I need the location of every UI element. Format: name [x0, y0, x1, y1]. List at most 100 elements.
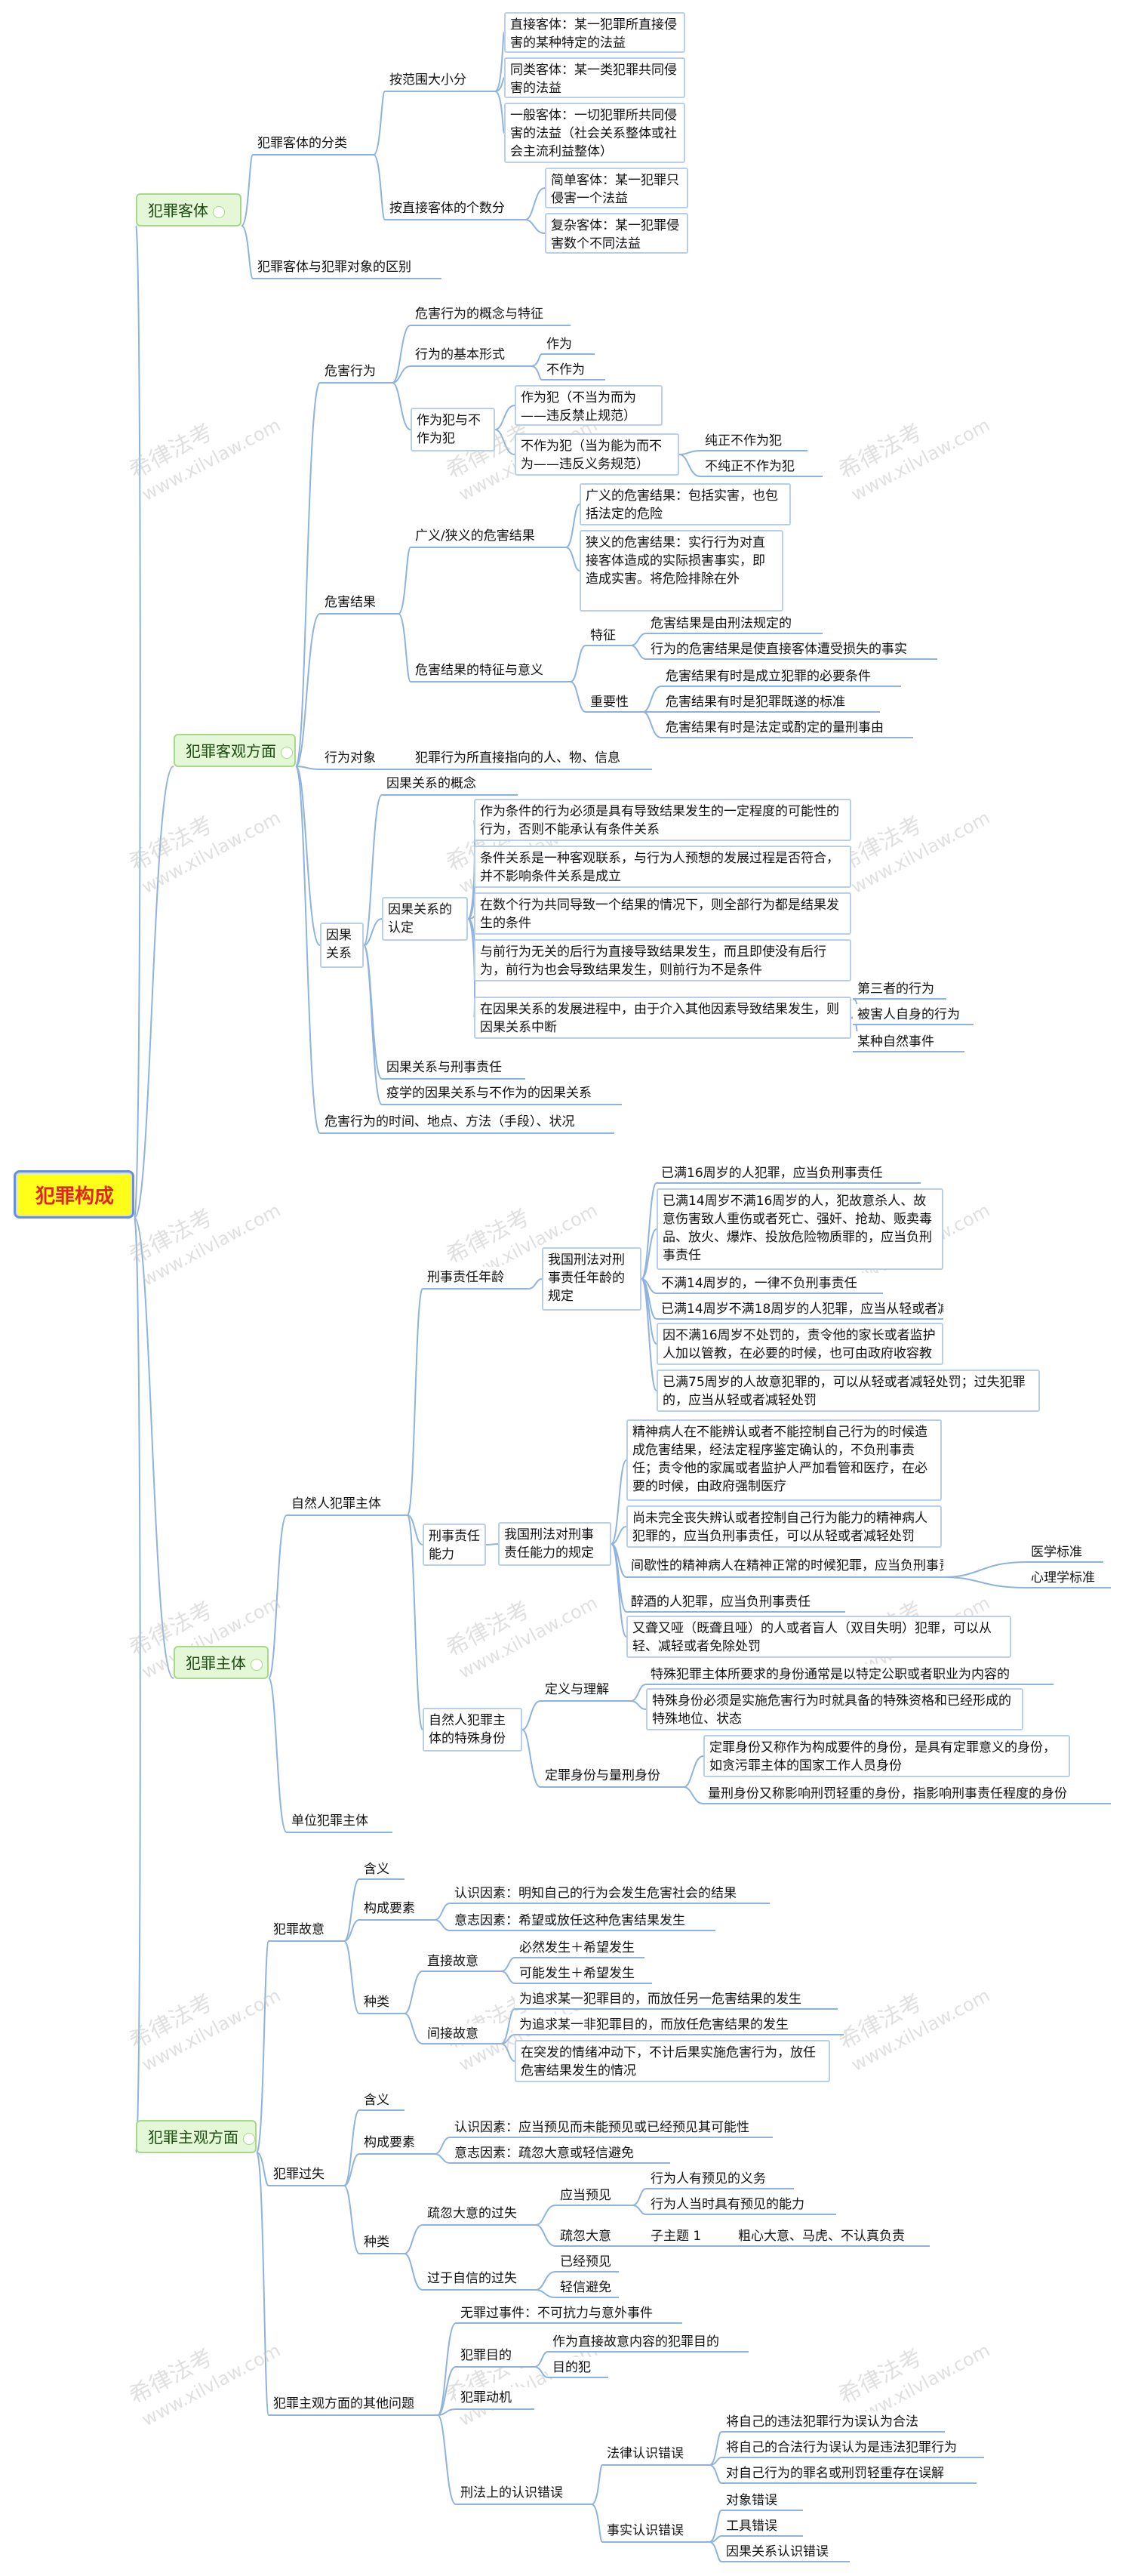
topic-node[interactable]: 狭义的危害结果：实行行为对直接客体造成的实际损害事实，即造成实害。将危险排除在外 [580, 530, 783, 612]
topic-node[interactable]: 定罪身份与量刑身份 [540, 1765, 684, 1788]
topic-node[interactable]: 因果关系的概念 [382, 773, 518, 796]
topic-node[interactable]: 危害结果有时是成立犯罪的必要条件 [661, 666, 901, 687]
topic-node[interactable]: 作为 [542, 334, 595, 355]
topic-node[interactable]: 刑法上的认识错误 [456, 2482, 592, 2505]
topic-node[interactable]: 危害结果有时是法定或酌定的量刑事由 [661, 717, 913, 738]
topic-node[interactable]: 意志因素：疏忽大意或轻信避免 [450, 2143, 670, 2164]
topic-node[interactable]: 又聋又哑（既聋且哑）的人或者盲人（双目失明）犯罪，可以从轻、减轻或者免除处罚 [626, 1616, 1011, 1658]
topic-node[interactable]: 危害结果有时是犯罪既遂的标准 [661, 692, 880, 713]
topic-node[interactable]: 不纯正不作为犯 [700, 456, 823, 477]
topic-node[interactable]: 广义的危害结果：包括实害，也包括法定的危险 [580, 483, 791, 525]
topic-node[interactable]: 疏忽大意 [555, 2226, 632, 2247]
topic-node[interactable]: 已满14周岁不满16周岁的人，犯故意杀人、故意伤害致人重伤或者死亡、强奸、抢劫、… [657, 1188, 943, 1270]
topic-node[interactable]: 心理学标准 [1026, 1567, 1111, 1588]
topic-node[interactable]: 因果关系的认定 [382, 897, 468, 941]
topic-node[interactable]: 被害人自身的行为 [853, 1004, 974, 1025]
topic-node[interactable]: 行为对象 [320, 747, 398, 770]
topic-node[interactable]: 种类 [359, 1992, 405, 2014]
topic-node[interactable]: 必然发生＋希望发生 [515, 1937, 644, 1958]
topic-node[interactable]: 不作为犯（当为能为而不为——违反义务规范） [515, 433, 679, 476]
topic-node[interactable]: 构成要素 [359, 1898, 435, 1921]
topic-node[interactable]: 定罪身份又称作为构成要件的身份，是具有定罪意义的身份，如贪污罪主体的国家工作人员… [703, 1735, 1070, 1777]
topic-node[interactable]: 行为的危害结果是使直接客体遭受损失的事实 [646, 639, 937, 660]
topic-node[interactable]: 自然人犯罪主体 [287, 1493, 408, 1516]
topic-node[interactable]: 意志因素：希望或放任这种危害结果发生 [450, 1910, 715, 1931]
topic-node[interactable]: 作为犯与不作为犯 [411, 408, 495, 451]
topic-node[interactable]: 我国刑法对刑事责任年龄的规定 [542, 1247, 641, 1311]
main-topic[interactable]: 犯罪主体 [174, 1646, 269, 1679]
topic-node[interactable]: 行为人有预见的义务 [646, 2168, 794, 2189]
topic-node[interactable]: 间接故意 [423, 2023, 501, 2044]
topic-node[interactable]: 无罪过事件：不可抗力与意外事件 [456, 2303, 682, 2324]
collapse-toggle-icon[interactable] [281, 746, 293, 759]
topic-node[interactable]: 我国刑法对刑事责任能力的规定 [498, 1522, 611, 1566]
topic-node[interactable]: 与前行为无关的后行为直接导致结果发生，而且即使没有后行为，前行为也会导致结果发生… [474, 939, 851, 981]
topic-node[interactable]: 事实认识错误 [602, 2520, 709, 2543]
topic-node[interactable]: 因果关系与刑事责任 [382, 1057, 525, 1080]
topic-node[interactable]: 醉酒的人犯罪，应当负刑事责任 [626, 1592, 845, 1613]
topic-node[interactable]: 犯罪目的 [456, 2345, 534, 2368]
topic-node[interactable]: 构成要素 [359, 2132, 435, 2155]
topic-node[interactable]: 为追求某一非犯罪目的，而放任危害结果的发生 [515, 2014, 844, 2035]
topic-node[interactable]: 不作为 [542, 359, 605, 381]
topic-node[interactable]: 特征 [586, 625, 631, 646]
topic-node[interactable]: 对象错误 [721, 2490, 803, 2511]
topic-node[interactable]: 犯罪过失 [269, 2164, 344, 2186]
topic-node[interactable]: 按范围大小分 [385, 69, 495, 92]
topic-node[interactable]: 含义 [359, 2090, 405, 2111]
root-topic[interactable]: 犯罪构成 [14, 1170, 134, 1219]
topic-node[interactable]: 已满16周岁的人犯罪，应当负刑事责任 [657, 1163, 921, 1184]
topic-node[interactable]: 纯正不作为犯 [700, 430, 807, 451]
topic-node[interactable]: 简单客体：某一犯罪只侵害一个法益 [545, 168, 688, 208]
topic-node[interactable]: 自然人犯罪主体的特殊身份 [423, 1708, 522, 1752]
topic-node[interactable]: 复杂客体：某一犯罪侵害数个不同法益 [545, 213, 688, 254]
topic-node[interactable]: 认识因素：明知自己的行为会发生危害社会的结果 [450, 1883, 770, 1904]
topic-node[interactable]: 犯罪行为所直接指向的人、物、信息 [411, 747, 652, 770]
topic-node[interactable]: 直接故意 [423, 1951, 501, 1972]
topic-node[interactable]: 可能发生＋希望发生 [515, 1963, 652, 1984]
topic-node[interactable]: 在数个行为共同导致一个结果的情况下，则全部行为都是结果发生的条件 [474, 892, 851, 935]
topic-node[interactable]: 为追求某一犯罪目的，而放任另一危害结果的发生 [515, 1989, 838, 2010]
main-topic[interactable]: 犯罪客观方面 [174, 734, 296, 767]
topic-node[interactable]: 特殊身份必须是实施危害行为时就具备的特殊资格和已经形成的特殊地位、状态 [646, 1688, 1023, 1730]
topic-node[interactable]: 间歇性的精神病人在精神正常的时候犯罪，应当负刑事责任 [626, 1555, 943, 1578]
topic-node[interactable]: 犯罪客体与犯罪对象的区别 [253, 257, 441, 279]
topic-node[interactable]: 直接客体：某一犯罪所直接侵害的某种特定的法益 [504, 12, 685, 53]
topic-node[interactable]: 将自己的合法行为误认为是违法犯罪行为 [721, 2437, 984, 2458]
topic-node[interactable]: 危害结果是由刑法规定的 [646, 613, 823, 634]
topic-node[interactable]: 在因果关系的发展进程中，由于介入其他因素导致结果发生，则因果关系中断 [474, 997, 851, 1039]
topic-node[interactable]: 行为人当时具有预见的能力 [646, 2194, 836, 2215]
topic-node[interactable]: 危害结果 [320, 592, 398, 615]
topic-node[interactable]: 一般客体：一切犯罪所共同侵害的法益（社会关系整体或社会主流利益整体） [504, 103, 685, 163]
topic-node[interactable]: 同类客体：某一类犯罪共同侵害的法益 [504, 57, 685, 98]
topic-node[interactable]: 危害行为 [320, 361, 392, 384]
topic-node[interactable]: 不满14周岁的，一律不负刑事责任 [657, 1273, 883, 1294]
topic-node[interactable]: 特殊犯罪主体所要求的身份通常是以特定公职或者职业为内容的 [646, 1664, 1054, 1685]
topic-node[interactable]: 含义 [359, 1859, 405, 1880]
topic-node[interactable]: 疫学的因果关系与不作为的因果关系 [382, 1083, 622, 1105]
topic-node[interactable]: 对自己行为的罪名或刑罚轻重存在误解 [721, 2463, 977, 2484]
topic-node[interactable]: 定义与理解 [540, 1679, 631, 1702]
topic-node[interactable]: 刑事责任年龄 [423, 1267, 528, 1290]
topic-node[interactable]: 行为的基本形式 [411, 344, 531, 367]
topic-node[interactable]: 作为条件的行为必须是具有导致结果发生的一定程度的可能性的行为，否则不能承认有条件… [474, 799, 851, 841]
topic-node[interactable]: 条件关系是一种客观联系，与行为人预想的发展过程是否符合，并不影响条件关系是成立 [474, 846, 851, 888]
topic-node[interactable]: 种类 [359, 2232, 405, 2254]
topic-node[interactable]: 因果关系 [320, 923, 364, 968]
main-topic[interactable]: 犯罪主观方面 [136, 2120, 257, 2153]
topic-node[interactable]: 轻信避免 [555, 2277, 619, 2298]
topic-node[interactable]: 应当预见 [555, 2185, 632, 2206]
topic-node[interactable]: 将自己的违法犯罪行为误认为合法 [721, 2411, 945, 2433]
topic-node[interactable]: 已满75周岁的人故意犯罪的，可以从轻或者减轻处罚；过失犯罪的，应当从轻或者减轻处… [657, 1370, 1040, 1412]
topic-node[interactable]: 危害行为的时间、地点、方法（手段）、状况 [320, 1111, 614, 1134]
topic-node[interactable]: 在突发的情绪冲动下，不计后果实施危害行为，放任危害结果发生的情况 [515, 2040, 830, 2082]
topic-node[interactable]: 尚未完全丧失辨认或者控制自己行为能力的精神病人犯罪的，应当负刑事责任，可以从轻或… [626, 1505, 942, 1548]
topic-node[interactable]: 刑事责任能力 [423, 1524, 486, 1566]
topic-node[interactable]: 犯罪故意 [269, 1919, 344, 1942]
main-topic[interactable]: 犯罪客体 [136, 193, 241, 226]
topic-node[interactable]: 精神病人在不能辨认或者不能控制自己行为的时候造成危害结果，经法定程序鉴定确认的，… [626, 1419, 942, 1501]
topic-node[interactable]: 疏忽大意的过失 [423, 2203, 536, 2226]
topic-node[interactable]: 犯罪客体的分类 [253, 133, 374, 156]
topic-node[interactable]: 重要性 [586, 692, 643, 713]
topic-node[interactable]: 按直接客体的个数分 [385, 198, 525, 220]
